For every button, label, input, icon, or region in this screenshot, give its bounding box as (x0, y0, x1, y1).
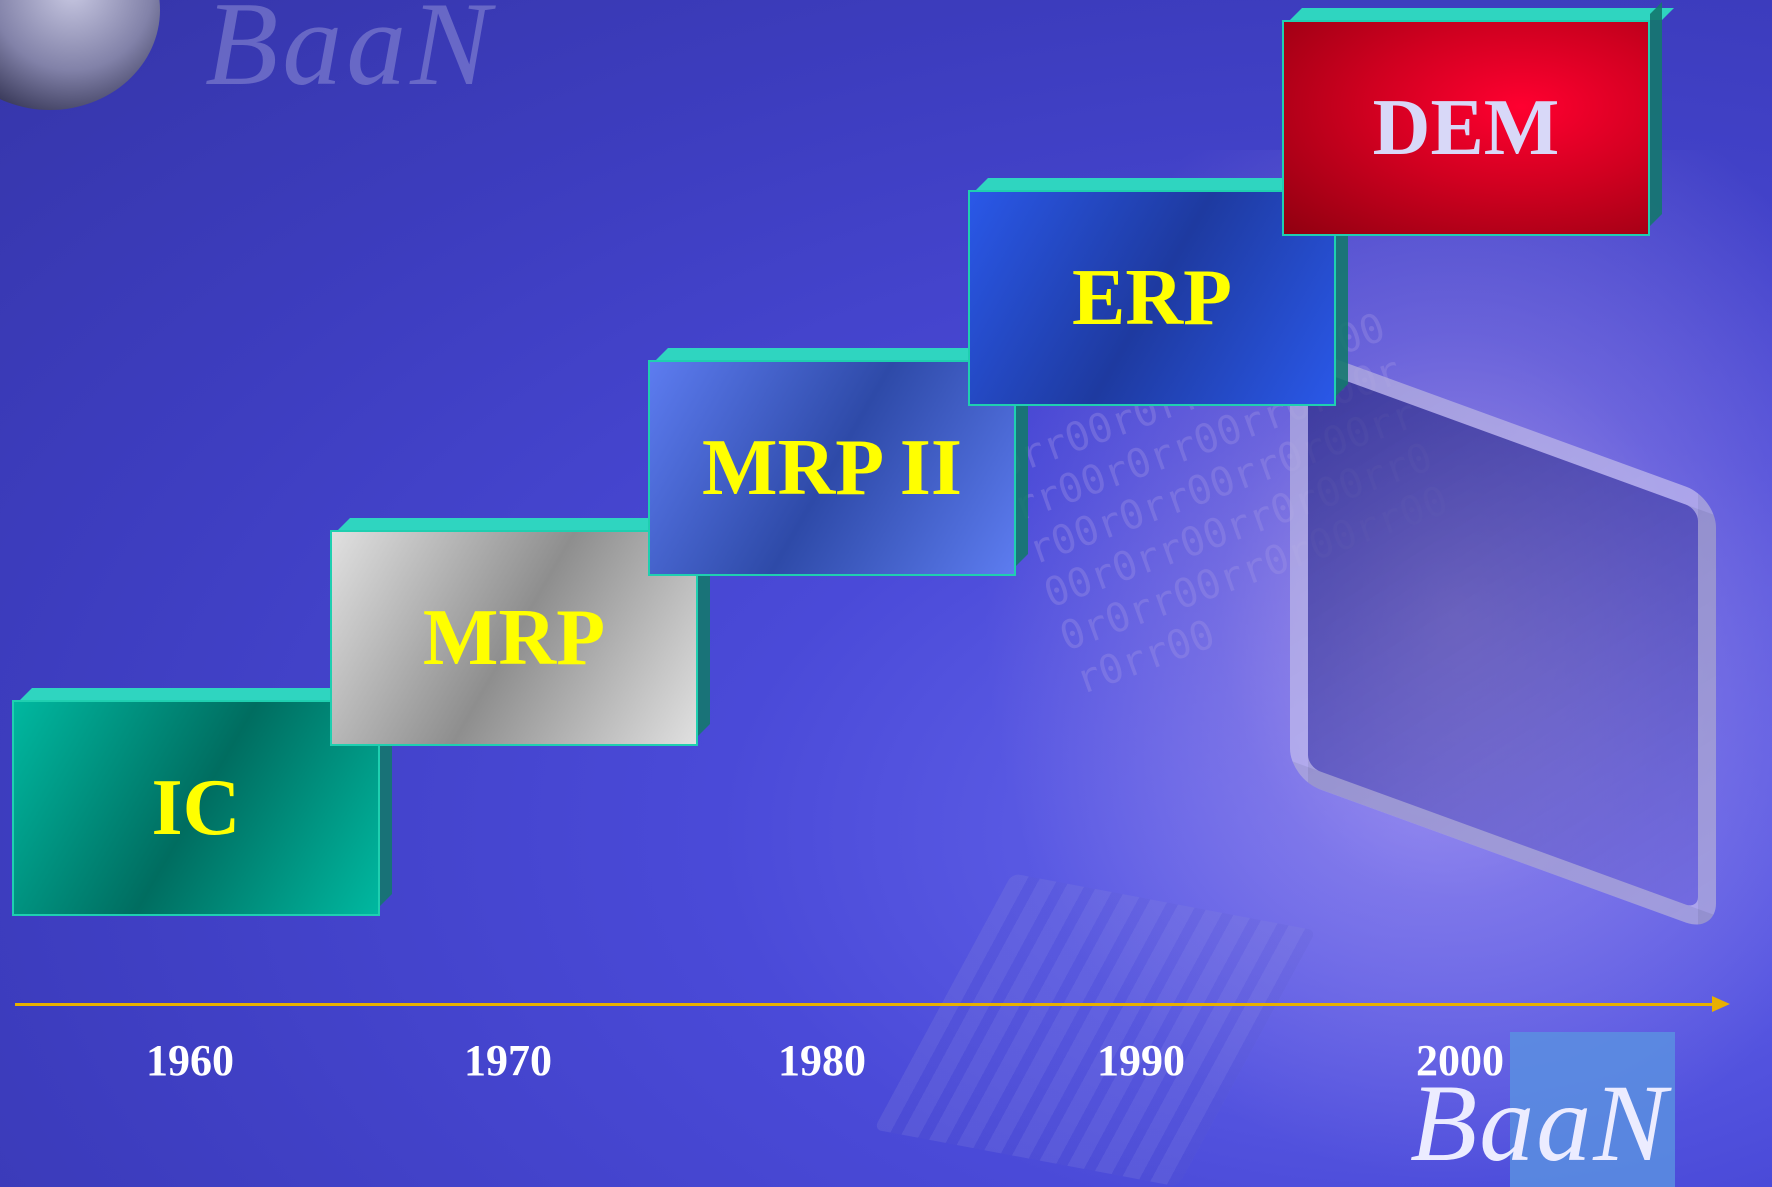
stage-box-ic: IC (12, 682, 404, 916)
stage-box-dem: DEM (1282, 2, 1674, 236)
timeline-axis (15, 1003, 1715, 1006)
brand-watermark: BaaN (205, 0, 495, 110)
stage-label-dem: DEM (1372, 83, 1560, 172)
year-label-1960: 1960 (146, 1036, 234, 1085)
stage-label-ic: IC (151, 763, 241, 852)
stage-box-mrp-ii: MRP II (648, 342, 1040, 576)
globe-image (0, 0, 160, 110)
stage-label-mrp: MRP (422, 593, 606, 682)
stage-label-erp: ERP (1072, 253, 1232, 342)
year-label-2000: 2000 (1416, 1036, 1504, 1085)
year-label-1980: 1980 (778, 1036, 866, 1085)
logo-background (1510, 1032, 1675, 1187)
brand-logo: BaaN (1410, 1062, 1669, 1184)
timeline-arrow-icon (1712, 996, 1730, 1012)
year-label-1990: 1990 (1097, 1036, 1185, 1085)
stage-box-mrp: MRP (330, 512, 722, 746)
stage-label-mrp-ii: MRP II (702, 423, 962, 512)
stage-box-erp: ERP (968, 172, 1360, 406)
year-label-1970: 1970 (464, 1036, 552, 1085)
